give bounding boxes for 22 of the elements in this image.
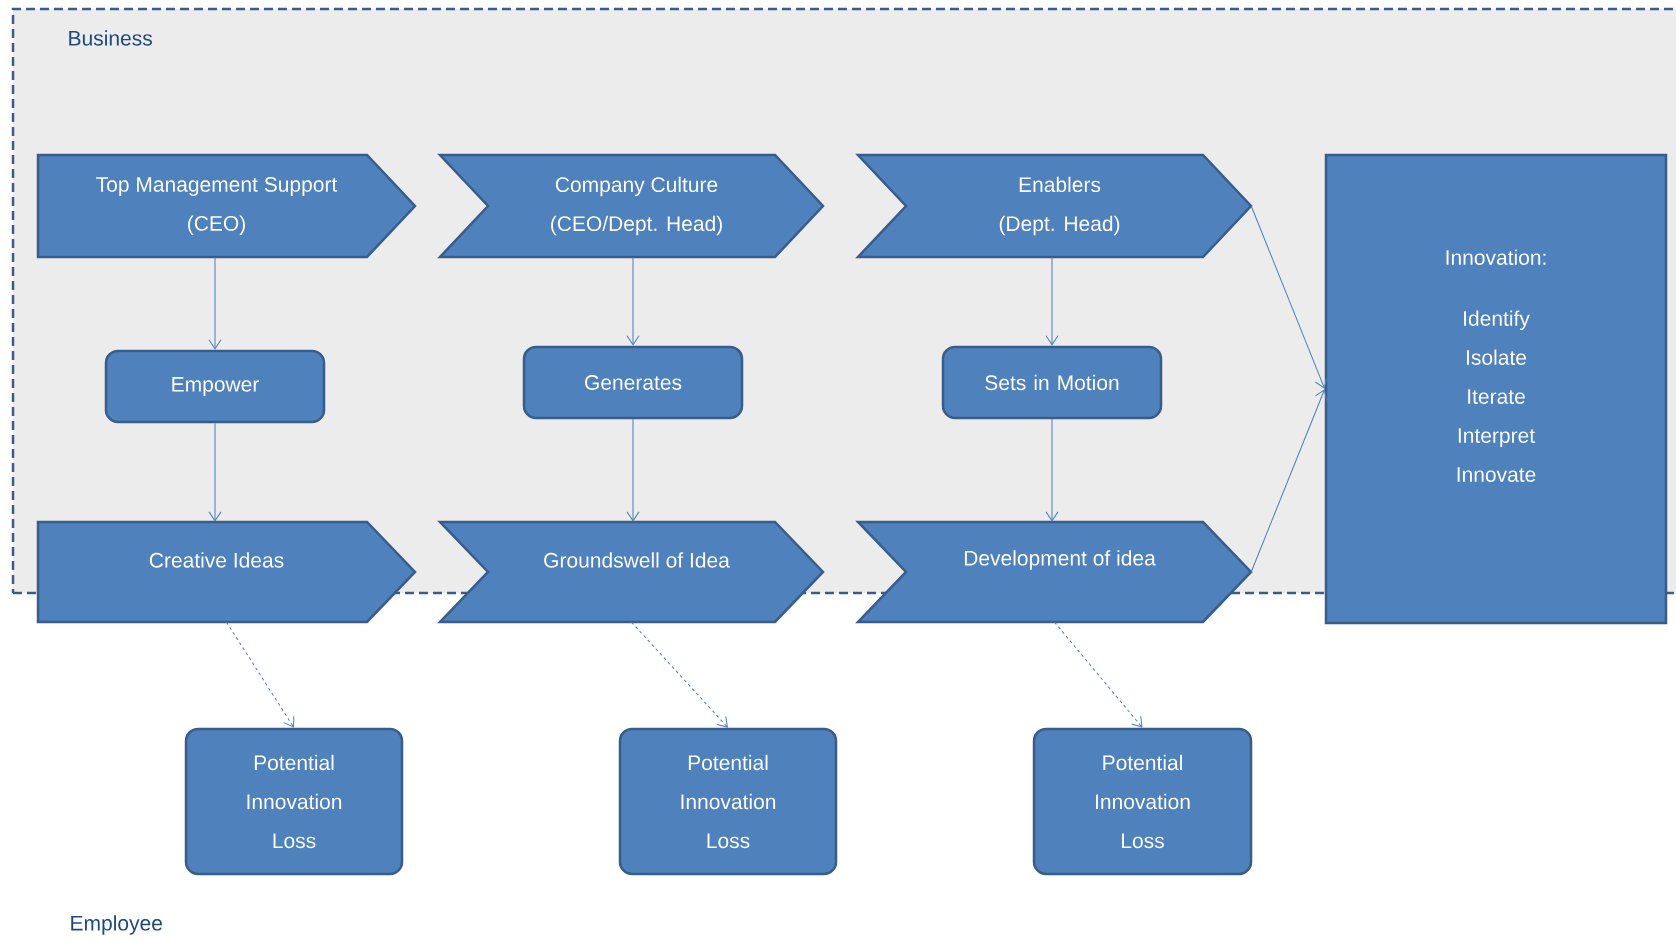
chevron-step-box: Development of idea <box>855 520 1253 624</box>
process-box: Empower <box>104 349 326 424</box>
arrow <box>1045 418 1059 522</box>
outcome-box: Potential Innovation Loss <box>1032 727 1253 876</box>
chevron-step-box: Creative Ideas <box>36 520 417 624</box>
arrow <box>626 256 640 346</box>
arrow <box>208 422 222 522</box>
chevron-step-box: Top Management Support (CEO) <box>36 153 417 259</box>
outcome-box: Potential Innovation Loss <box>184 727 404 876</box>
outcome-box: Potential Innovation Loss <box>618 727 838 876</box>
process-box: Generates <box>522 345 744 420</box>
arrow <box>208 256 222 350</box>
arrow <box>1250 205 1328 389</box>
arrow <box>626 418 640 522</box>
arrow <box>1045 256 1059 346</box>
arrow <box>1054 621 1143 728</box>
process-box: Sets in Motion <box>941 345 1163 420</box>
region-label: Employee <box>71 915 162 935</box>
arrow <box>226 621 295 728</box>
arrow <box>631 621 728 728</box>
chevron-step-box: Groundswell of Idea <box>437 520 825 624</box>
result-box: Innovation: Identify Isolate Iterate Interpret Innovate <box>1324 153 1668 625</box>
